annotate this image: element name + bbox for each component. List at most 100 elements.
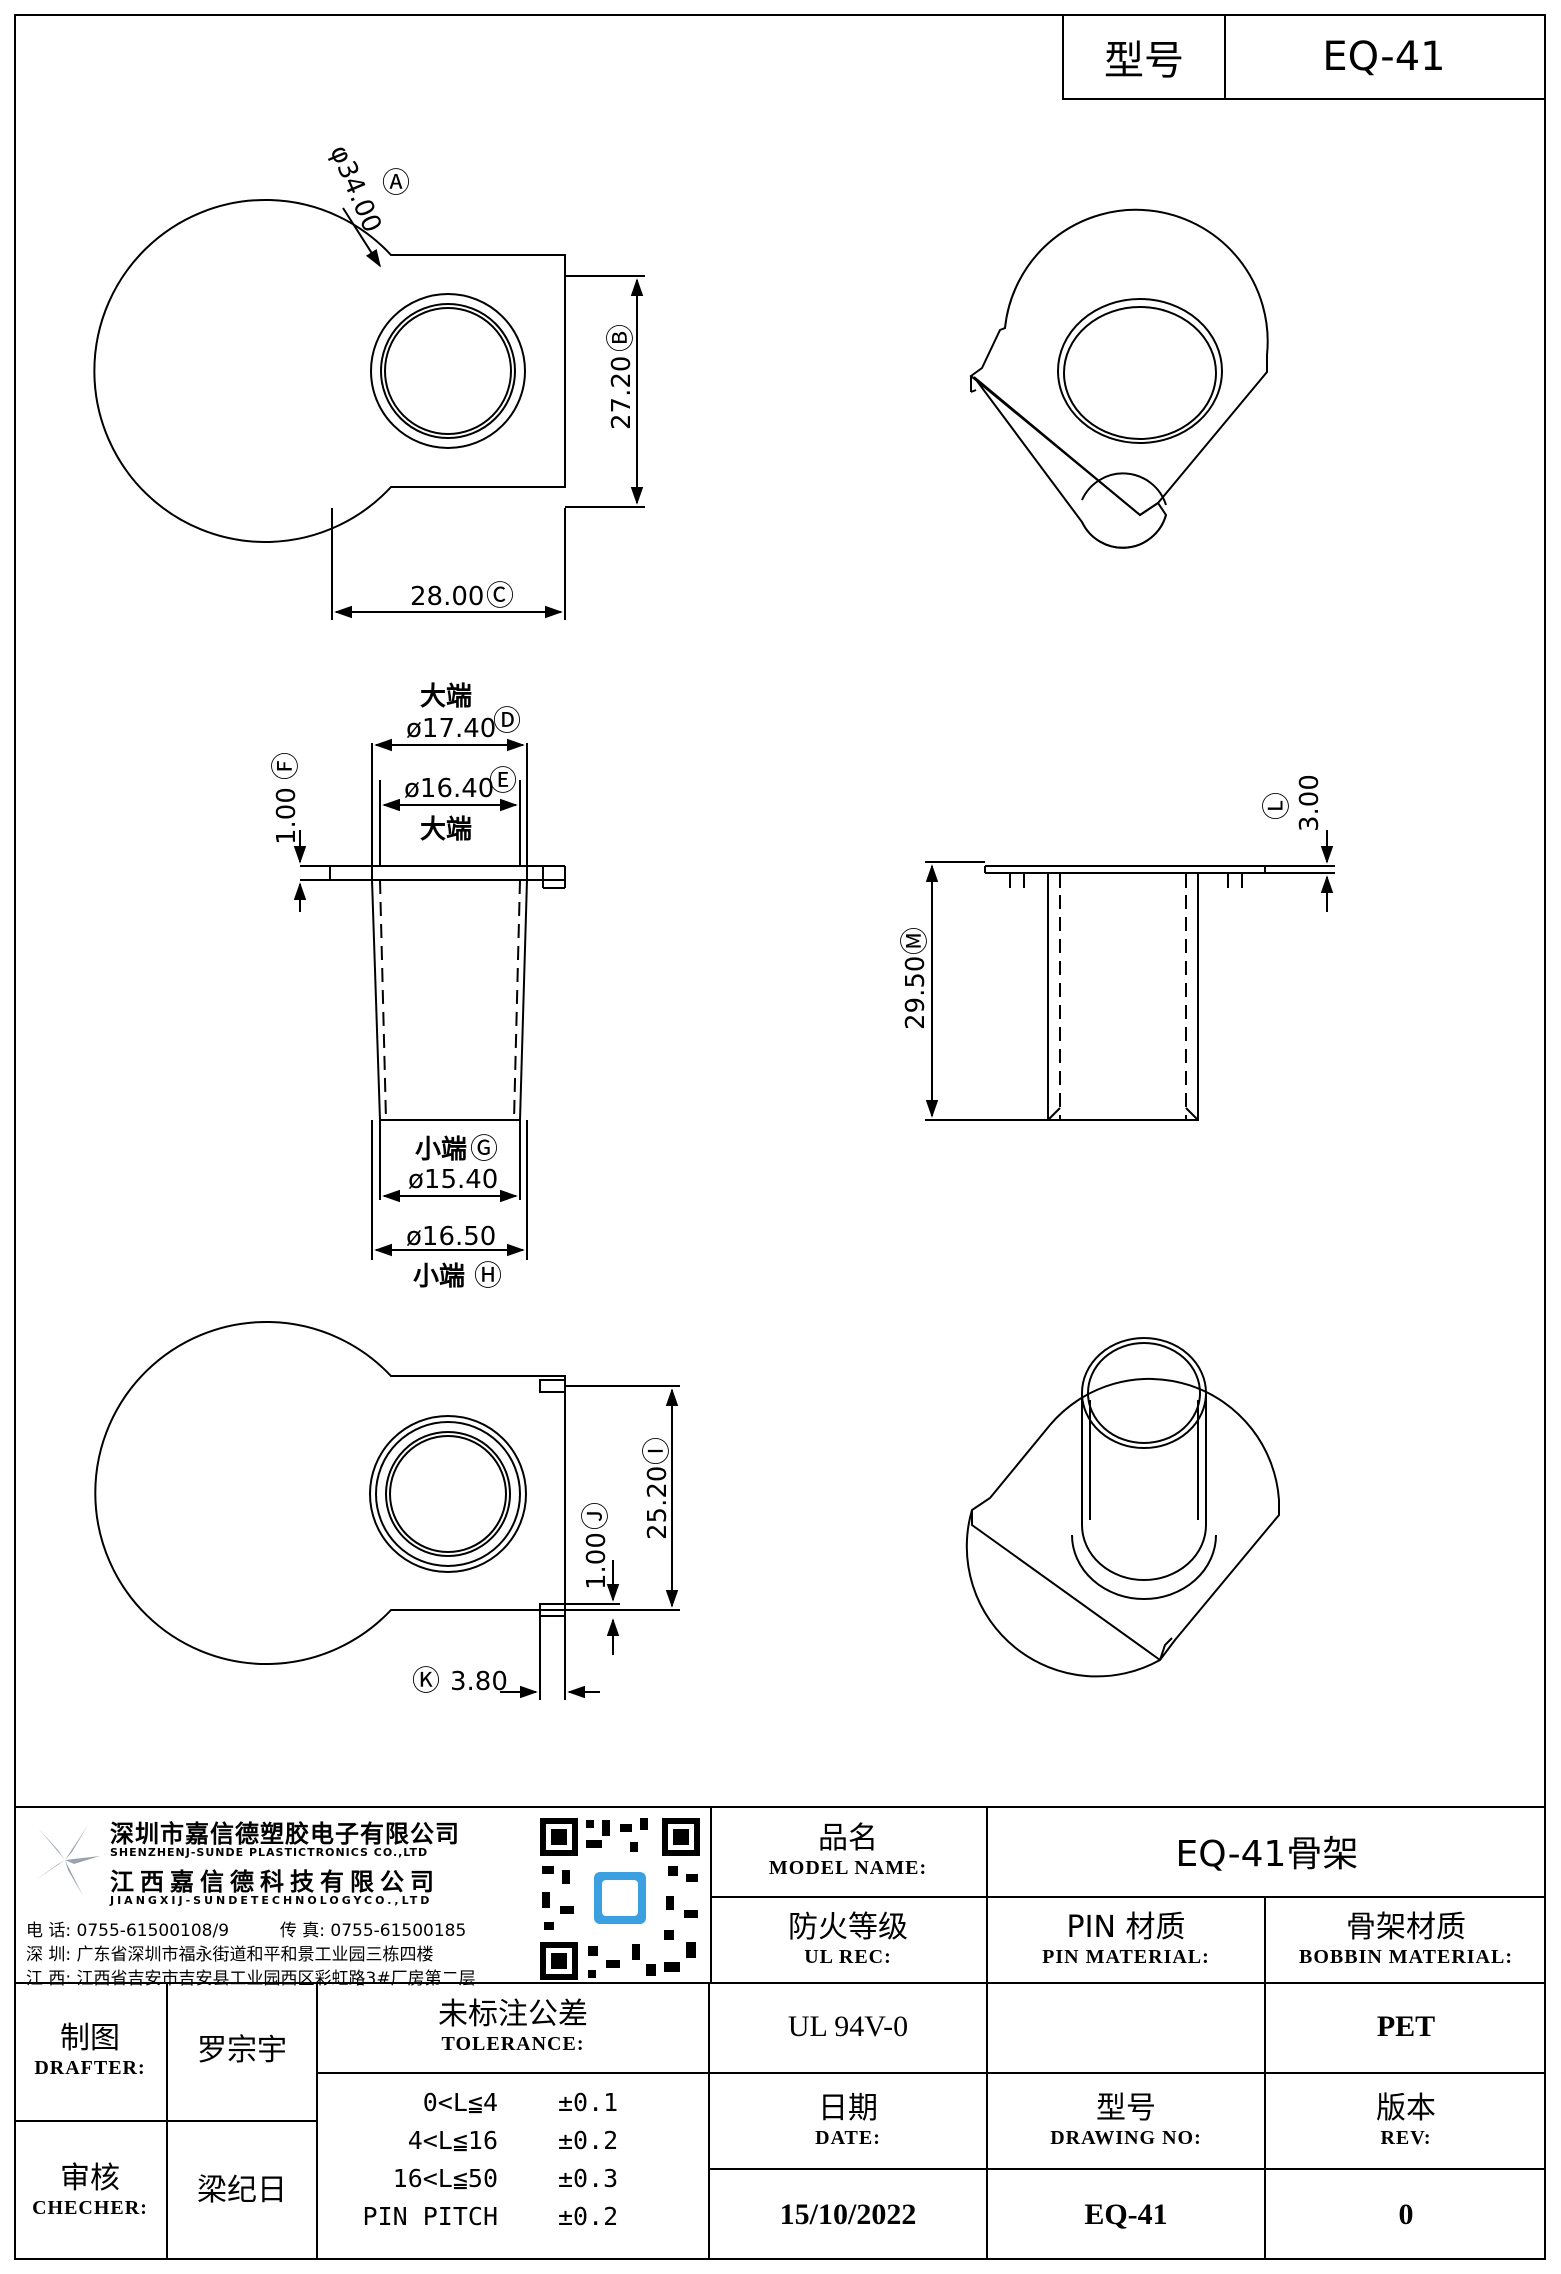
date-en: DATE:: [815, 2126, 881, 2149]
address-jx-row: 江 西: 江西省吉安市吉安县工业园西区彩虹路3#厂房第二层: [26, 1964, 476, 1989]
note-small-end-1: 小端: [415, 1135, 467, 1165]
label-L: Ⓛ: [1260, 792, 1293, 820]
tolerance-header-cell: 未标注公差 TOLERANCE:: [318, 1982, 710, 2074]
bobbin-label-cell: 骨架材质 BOBBIN MATERIAL:: [1266, 1898, 1546, 1982]
drafter-label-cell: 制图 DRAFTER:: [14, 1982, 168, 2122]
model-name-value: EQ-41骨架: [1175, 1834, 1359, 1875]
dim-D: ø17.40: [406, 714, 496, 744]
label-I: Ⓘ: [640, 1437, 673, 1465]
phone-number: 0755-61500108/9: [76, 1921, 230, 1941]
drawing-no-zh: 型号: [1096, 2091, 1156, 2127]
tolerance-row-value: ±0.2: [558, 2202, 619, 2231]
ul-en: UL REC:: [804, 1945, 892, 1968]
date-label-cell: 日期 DATE:: [710, 2074, 988, 2170]
header-model-label-cell: 型号: [1062, 14, 1226, 100]
tolerance-table: 0<L≦4 ±0.1 4<L≦16 ±0.2 16<L≦50 ±0.3 PIN …: [318, 2074, 710, 2260]
date-zh: 日期: [818, 2091, 878, 2127]
dim-K: 3.80: [450, 1667, 508, 1697]
tolerance-row-range: 4<L≦16: [407, 2126, 498, 2155]
ul-value-cell: UL 94V-0: [710, 1982, 988, 2074]
ul-label-cell: 防火等级 UL REC:: [710, 1898, 988, 1982]
bobbin-en: BOBBIN MATERIAL:: [1299, 1945, 1513, 1968]
checker-en: CHECHER:: [32, 2196, 148, 2219]
company-logo: [28, 1820, 102, 1900]
dim-C: 28.00: [410, 582, 484, 612]
address-sz: 广东省深圳市福永街道和平和景工业园三栋四楼: [76, 1945, 434, 1965]
side-view: [293, 738, 566, 1260]
label-G: Ⓖ: [470, 1132, 498, 1165]
pin-en: PIN MATERIAL:: [1042, 1945, 1210, 1968]
header-model-value-cell: EQ-41: [1224, 14, 1546, 100]
address-jx-label: 江 西:: [26, 1969, 72, 1989]
fax-label: 传 真:: [279, 1921, 325, 1941]
iso-view-top: [969, 208, 1269, 549]
label-H: Ⓗ: [474, 1259, 502, 1292]
dim-A: φ34.00: [324, 141, 387, 237]
drafter-value-cell: 罗宗宇: [168, 1982, 318, 2122]
label-D: Ⓓ: [493, 704, 521, 737]
dim-I: 25.20: [643, 1466, 673, 1540]
dim-J: 1.00: [582, 1532, 612, 1590]
bobbin-value: PET: [1376, 2010, 1436, 2043]
fax-number: 0755-61500185: [330, 1921, 467, 1941]
drafter-zh: 制图: [60, 2021, 120, 2057]
dim-F: 1.00: [272, 787, 302, 845]
dim-B: 27.20: [607, 356, 637, 430]
checker-value-cell: 梁纪日: [168, 2122, 318, 2260]
checker-zh: 审核: [60, 2161, 120, 2197]
date-value-cell: 15/10/2022: [710, 2170, 988, 2260]
company-name-jx-en: JIANGXIJ-SUNDETECHNOLOGYCO.,LTD: [110, 1894, 433, 1907]
dim-G: ø15.40: [408, 1165, 498, 1195]
bobbin-value-cell: PET: [1266, 1982, 1546, 2074]
tolerance-row-range: PIN PITCH: [362, 2202, 498, 2231]
date-value: 15/10/2022: [779, 2198, 917, 2231]
company-name-jx: 江西嘉信德科技有限公司: [110, 1868, 440, 1896]
top-view: [93, 199, 645, 620]
qr-code: [536, 1814, 704, 1984]
model-name-zh: 品名: [818, 1821, 878, 1857]
pin-zh: PIN 材质: [1066, 1910, 1186, 1946]
drawing-no-en: DRAWING NO:: [1050, 2126, 1202, 2149]
rev-value: 0: [1398, 2198, 1414, 2231]
drafter-en: DRAFTER:: [34, 2056, 146, 2079]
label-A: Ⓐ: [382, 166, 410, 199]
header-model-value: EQ-41: [1322, 34, 1446, 80]
pin-value-cell: [988, 1982, 1266, 2074]
label-M: Ⓜ: [898, 927, 931, 955]
drafter-value: 罗宗宇: [197, 2032, 287, 2068]
note-small-end-2: 小端: [413, 1262, 465, 1292]
rev-label-cell: 版本 REV:: [1266, 2074, 1546, 2170]
address-jx: 江西省吉安市吉安县工业园西区彩虹路3#厂房第二层: [76, 1969, 476, 1989]
iso-view-bottom: [965, 1337, 1280, 1678]
tolerance-zh: 未标注公差: [438, 1997, 588, 2033]
model-name-value-cell: EQ-41骨架: [988, 1806, 1546, 1898]
phone-label: 电 话:: [26, 1921, 72, 1941]
bottom-view: [94, 1321, 680, 1700]
ul-value: UL 94V-0: [787, 2010, 909, 2043]
dim-H: ø16.50: [406, 1222, 496, 1252]
drawing-no-label-cell: 型号 DRAWING NO:: [988, 2074, 1266, 2170]
bobbin-zh: 骨架材质: [1346, 1910, 1466, 1946]
drawing-no-value-cell: EQ-41: [988, 2170, 1266, 2260]
label-E: Ⓔ: [489, 764, 517, 797]
note-big-end-1: 大端: [420, 682, 472, 712]
label-K: Ⓚ: [412, 1664, 440, 1697]
label-C: Ⓒ: [486, 579, 514, 612]
label-J: Ⓙ: [579, 1502, 612, 1530]
checker-label-cell: 审核 CHECHER:: [14, 2122, 168, 2260]
label-B: Ⓑ: [604, 324, 637, 352]
tolerance-row-value: ±0.1: [558, 2088, 619, 2117]
dim-M: 29.50: [901, 956, 931, 1030]
rev-value-cell: 0: [1266, 2170, 1546, 2260]
note-big-end-2: 大端: [420, 815, 472, 845]
tolerance-row-range: 0<L≦4: [422, 2088, 498, 2117]
side-view-right: [925, 830, 1335, 1121]
tolerance-en: TOLERANCE:: [441, 2032, 585, 2055]
tolerance-row-range: 16<L≦50: [392, 2164, 498, 2193]
pin-label-cell: PIN 材质 PIN MATERIAL:: [988, 1898, 1266, 1982]
drawing-no-value: EQ-41: [1084, 2198, 1168, 2231]
label-F: Ⓕ: [269, 752, 302, 780]
rev-en: REV:: [1380, 2126, 1432, 2149]
company-name-sz-en: SHENZHENJ-SUNDE PLASTICTRONICS CO.,LTD: [110, 1846, 429, 1859]
